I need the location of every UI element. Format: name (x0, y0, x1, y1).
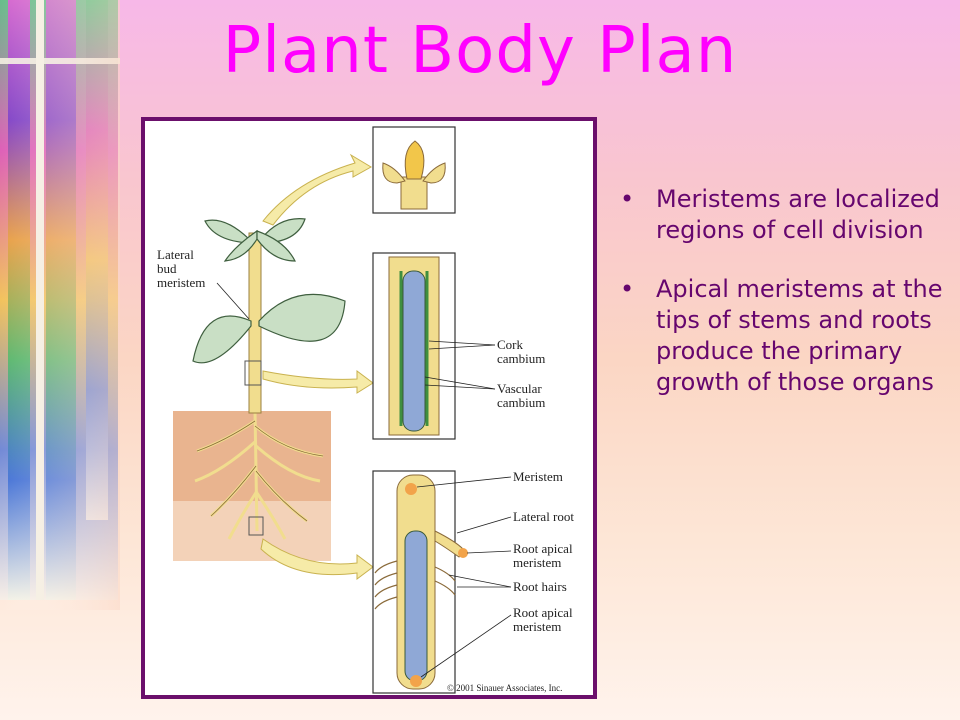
lateral-bud-label: Lateral bud meristem (157, 247, 250, 320)
svg-text:Root apical: Root apical (513, 541, 573, 556)
svg-text:Root apical: Root apical (513, 605, 573, 620)
svg-text:meristem: meristem (513, 619, 561, 634)
svg-text:Lateral root: Lateral root (513, 509, 574, 524)
svg-text:meristem: meristem (157, 275, 205, 290)
plant-diagram: Lateral bud meristem (157, 126, 574, 694)
stem-section-marker (244, 360, 262, 386)
svg-text:meristem: meristem (513, 555, 561, 570)
bullet-text: Apical meristems at the tips of stems an… (656, 275, 943, 396)
leaves (192, 218, 346, 364)
plant-diagram-figure: Lateral bud meristem (141, 117, 597, 699)
svg-text:Lateral: Lateral (157, 247, 194, 262)
bullet-glyph: • (620, 185, 635, 213)
bullet-item: • Meristems are localized regions of cel… (620, 184, 950, 246)
callout-arrows (260, 153, 374, 580)
svg-text:Cork: Cork (497, 337, 524, 352)
root-tip-inset: Meristem Lateral root Root apical merist… (372, 469, 574, 694)
soil (173, 411, 331, 561)
svg-text:Vascular: Vascular (497, 381, 542, 396)
decorative-left-stripes (0, 0, 120, 610)
svg-text:cambium: cambium (497, 351, 545, 366)
bullet-glyph: • (620, 275, 635, 303)
stem-section-inset: Cork cambium Vascular cambium (372, 252, 545, 440)
svg-text:Meristem: Meristem (513, 469, 563, 484)
bullet-list: • Meristems are localized regions of cel… (620, 184, 950, 426)
root-outline (196, 420, 324, 522)
slide-title: Plant Body Plan (222, 14, 738, 88)
bullet-text: Meristems are localized regions of cell … (656, 185, 940, 244)
bullet-item: • Apical meristems at the tips of stems … (620, 274, 950, 398)
svg-text:cambium: cambium (497, 395, 545, 410)
svg-text:bud: bud (157, 261, 177, 276)
copyright-text: © 2001 Sinauer Associates, Inc. (447, 683, 562, 693)
shoot-apex-inset (372, 126, 456, 214)
root-tip-marker (248, 516, 264, 536)
svg-text:Root hairs: Root hairs (513, 579, 567, 594)
